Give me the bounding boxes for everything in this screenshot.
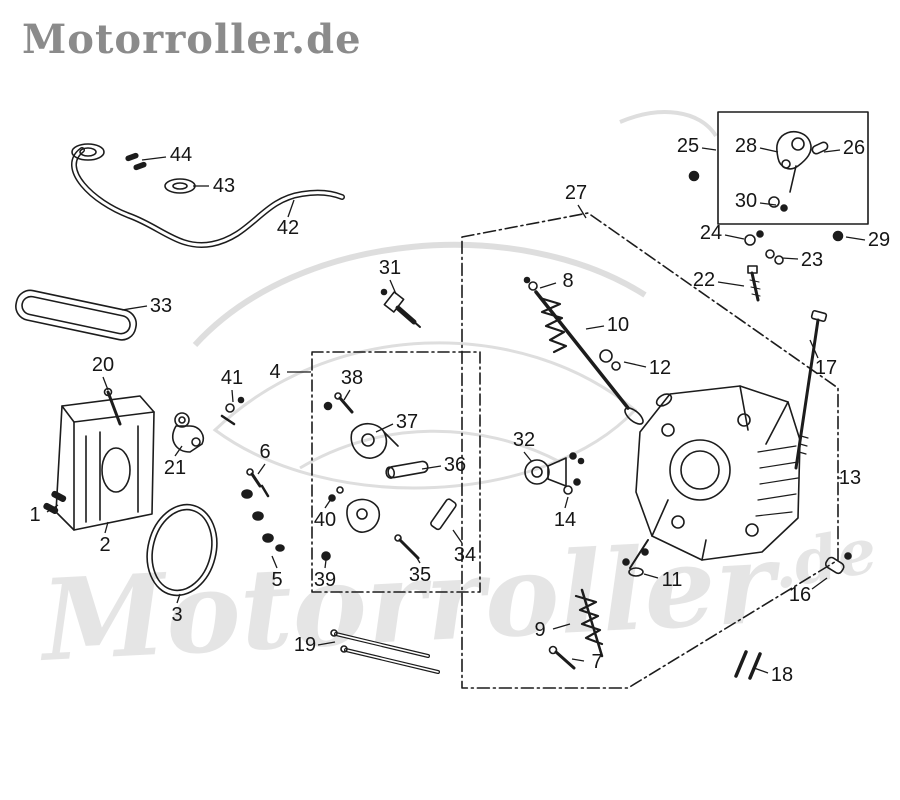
- part-43-grommet: [164, 178, 196, 194]
- leader-line-34: [452, 529, 463, 544]
- part-5-seals: [241, 489, 285, 552]
- assembly-box-rocker: [717, 111, 869, 225]
- leader-line-36: [421, 465, 442, 470]
- leader-line-40: [324, 498, 332, 509]
- leader-line-31: [389, 279, 397, 295]
- part-breather-hose: [71, 143, 345, 248]
- leader-line-17: [809, 339, 819, 359]
- part-28-rocker-arm: [776, 130, 812, 193]
- part-24-nut: [744, 230, 764, 246]
- part-7-bolt: [548, 645, 576, 670]
- part-33-gasket-strip: [15, 289, 138, 341]
- leader-line-26: [823, 149, 841, 153]
- part-3-gasket-ring: [146, 503, 218, 597]
- part-37-rocker-arm: [350, 422, 399, 459]
- part-10-valve-spring: [538, 296, 568, 354]
- leader-line-44: [141, 156, 167, 161]
- brand-logo: Motorroller.de: [22, 16, 362, 63]
- leader-line-25: [701, 147, 717, 151]
- part-41-hardware: [220, 396, 245, 426]
- leader-line-32: [523, 451, 533, 463]
- part-29-washer: [832, 230, 844, 242]
- part-6-screws: [246, 468, 270, 498]
- leader-line-27: [577, 204, 587, 219]
- part-9-stud-spring: [574, 588, 604, 658]
- watermark-swoosh-icon: [192, 110, 718, 490]
- leader-line-22: [717, 281, 745, 287]
- part-22-adjuster: [747, 265, 761, 302]
- leader-line-23: [781, 257, 799, 260]
- leader-line-14: [564, 496, 569, 509]
- part-25-washer: [688, 170, 700, 182]
- part-23-nuts: [765, 249, 784, 265]
- leader-line-3: [176, 593, 181, 604]
- part-38-bolt: [323, 392, 354, 414]
- leader-line-30: [759, 202, 777, 206]
- part-11-clip: [622, 558, 644, 577]
- leader-line-10: [585, 325, 605, 330]
- leader-line-38: [343, 389, 351, 401]
- leader-line-8: [539, 282, 557, 289]
- part-19-studs: [330, 629, 440, 674]
- part-36-rocker-shaft: [385, 460, 429, 479]
- part-16-fitting: [824, 552, 852, 575]
- part-13-cylinder-head: [635, 385, 801, 561]
- leader-line-9: [552, 623, 571, 630]
- part-2-valve-cover: [55, 395, 155, 531]
- leader-line-5: [271, 555, 278, 569]
- part-30-hardware: [768, 196, 788, 212]
- leader-line-16: [811, 577, 828, 590]
- leader-lines: [46, 147, 866, 674]
- leader-line-37: [375, 423, 394, 433]
- leader-line-24: [724, 234, 745, 240]
- leader-line-41: [231, 389, 234, 403]
- part-rocker-arm-2: [346, 498, 380, 533]
- leader-line-1: [46, 504, 59, 513]
- leader-line-2: [104, 521, 109, 534]
- leader-line-6: [257, 463, 266, 475]
- part-44-screws: [125, 152, 147, 171]
- leader-line-7: [571, 658, 585, 662]
- part-valve-lower: [629, 539, 649, 569]
- part-40-hardware: [328, 486, 344, 502]
- part-12-spring-seat: [599, 349, 621, 371]
- part-26-pin: [811, 141, 829, 155]
- part-39-nut: [321, 551, 331, 561]
- part-1-screws: [43, 490, 67, 515]
- leader-line-28: [759, 147, 779, 153]
- leader-line-18: [753, 667, 769, 674]
- part-14-hardware: [563, 478, 581, 495]
- leader-line-11: [643, 573, 659, 579]
- assembly-region-27: [461, 212, 839, 689]
- assembly-box-4: [311, 351, 481, 593]
- leader-line-35: [413, 552, 421, 564]
- leader-line-42: [287, 199, 295, 218]
- leader-line-20: [102, 376, 109, 391]
- leader-line-29: [845, 236, 866, 241]
- part-18-pins: [734, 650, 762, 680]
- part-34-pin: [430, 498, 457, 531]
- part-8-valve: [523, 276, 644, 425]
- part-21-bracket: [172, 412, 205, 453]
- leader-line-39: [324, 559, 327, 569]
- leader-line-21: [174, 445, 183, 457]
- part-31-spark-plug: [380, 288, 421, 328]
- leader-line-19: [317, 641, 336, 646]
- leader-line-12: [623, 361, 647, 368]
- leader-line-33: [121, 305, 148, 311]
